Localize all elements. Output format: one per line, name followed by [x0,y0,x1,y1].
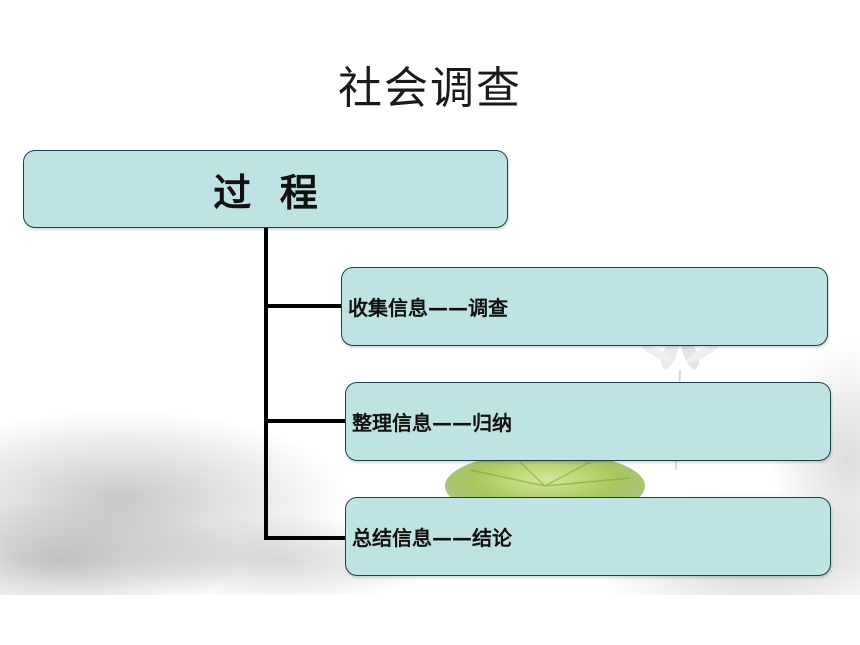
bottom-band [0,595,860,645]
step-box-collect: 收集信息——调查 [341,267,828,346]
step-label-summarize: 总结信息——结论 [352,526,512,550]
step-label-organize: 整理信息——归纳 [352,411,512,435]
connector-branch-3 [264,536,346,540]
step-box-summarize: 总结信息——结论 [345,497,831,576]
process-root-box: 过 程 [23,150,508,228]
connector-branch-1 [264,304,342,308]
slide-title: 社会调查 [338,63,522,114]
process-root-label: 过 程 [213,169,318,215]
connector-branch-2 [264,419,346,423]
connector-trunk [264,226,268,539]
step-box-organize: 整理信息——归纳 [345,382,831,461]
step-label-collect: 收集信息——调查 [348,296,508,320]
